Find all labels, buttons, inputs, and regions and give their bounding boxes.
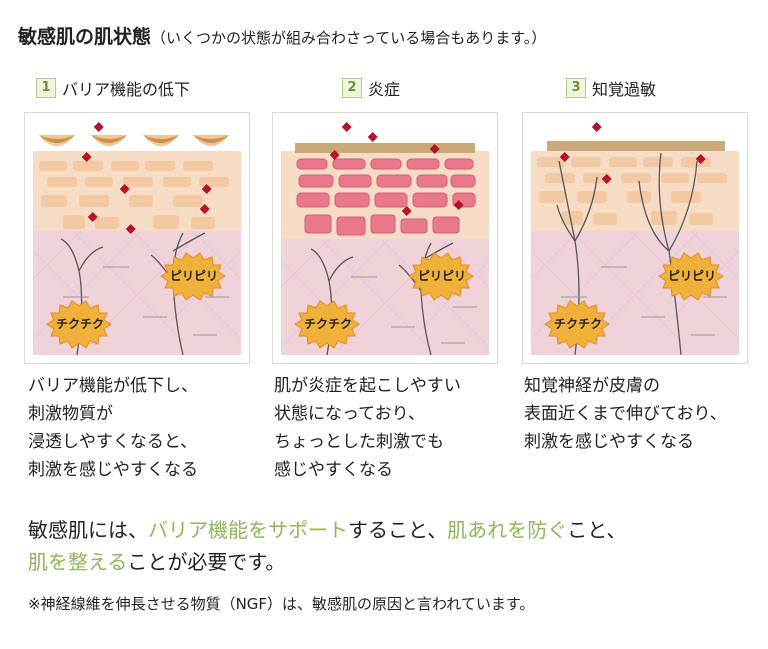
burst-top	[160, 252, 226, 301]
panel-2-illustration: ピリピリ チクチク	[272, 112, 498, 364]
panel-3-badge-top: ピリピリ	[667, 269, 716, 283]
summary-part: ことが必要です。	[127, 550, 286, 574]
panel-1-badge-bottom: チクチク	[55, 317, 104, 331]
description-line: 状態になっており、	[274, 404, 425, 424]
panel-3-description: 知覚神経が皮膚の 表面近くまで伸びており、 刺激を感じやすくなる	[524, 372, 727, 456]
panel-2-number: 2	[342, 78, 362, 98]
panel-1-header: 1 バリア機能の低下	[36, 76, 190, 100]
description-line: 刺激を感じやすくなる	[28, 460, 198, 480]
burst-top	[408, 252, 474, 301]
summary-part: こと、	[567, 518, 627, 542]
panel-1-badge-top: ピリピリ	[169, 269, 218, 283]
panel-2-badge-top: ピリピリ	[417, 269, 466, 283]
summary-part: 敏感肌には、	[28, 518, 148, 542]
summary-highlight-condition: 肌を整える	[28, 550, 128, 574]
panel-2-header: 2 炎症	[342, 76, 400, 100]
description-line: 肌が炎症を起こしやすい	[274, 376, 461, 396]
panel-3-number: 3	[566, 78, 586, 98]
description-line: 刺激物質が	[28, 404, 113, 424]
panel-1-number: 1	[36, 78, 56, 98]
description-line: 表面近くまで伸びており、	[524, 404, 727, 424]
page-title: 敏感肌の肌状態（いくつかの状態が組み合わさっている場合もあります。）	[18, 22, 546, 49]
description-line: バリア機能が低下し、	[28, 376, 198, 396]
panel-1-label: バリア機能の低下	[62, 80, 191, 99]
title-main: 敏感肌の肌状態	[18, 26, 152, 48]
description-line: 刺激を感じやすくなる	[524, 432, 694, 452]
description-line: 浸透しやすくなると、	[28, 432, 198, 452]
description-line: 感じやすくなる	[274, 460, 393, 480]
panel-2-label: 炎症	[368, 80, 401, 99]
panel-3-badge-bottom: チクチク	[553, 317, 602, 331]
panel-3-illustration: ピリピリ チクチク	[522, 112, 748, 364]
burst-top	[658, 252, 724, 301]
skin-cross-section-barrier	[33, 122, 241, 355]
panel-2-badge-bottom: チクチク	[303, 317, 352, 331]
footnote: ※神経線維を伸長させる物質（NGF）は、敏感肌の原因と言われています。	[28, 595, 535, 613]
summary-highlight-prevent: 肌あれを防ぐ	[447, 518, 568, 542]
panel-2-description: 肌が炎症を起こしやすい 状態になっており、 ちょっとした刺激でも 感じやすくなる	[274, 372, 461, 484]
description-line: 知覚神経が皮膚の	[524, 376, 660, 396]
summary-part: すること、	[348, 518, 448, 542]
panel-3-label: 知覚過敏	[592, 80, 657, 99]
burst-bottom	[46, 300, 112, 349]
title-sub: （いくつかの状態が組み合わさっている場合もあります。）	[151, 29, 547, 47]
burst-bottom	[294, 300, 360, 349]
summary-text: 敏感肌には、バリア機能をサポートすること、肌あれを防ぐこと、 肌を整えることが必…	[28, 514, 626, 578]
panel-3-header: 3 知覚過敏	[566, 76, 656, 100]
panel-1-description: バリア機能が低下し、 刺激物質が 浸透しやすくなると、 刺激を感じやすくなる	[28, 372, 198, 484]
description-line: ちょっとした刺激でも	[274, 432, 444, 452]
burst-bottom	[544, 300, 610, 349]
skin-cross-section-hypersensitivity	[531, 122, 739, 355]
panel-1-illustration: ピリピリ チクチク	[24, 112, 250, 364]
skin-cross-section-inflammation	[281, 122, 489, 355]
summary-highlight-barrier: バリア機能をサポート	[148, 518, 348, 542]
